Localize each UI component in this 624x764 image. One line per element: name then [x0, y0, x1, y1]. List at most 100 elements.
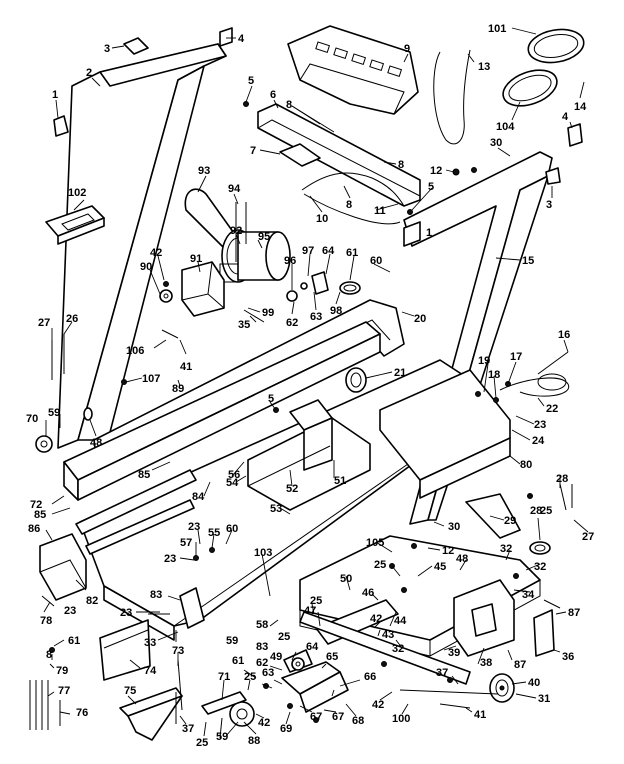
- callout-90: 90: [140, 261, 152, 273]
- callout-85: 85: [34, 509, 46, 521]
- callout-21: 21: [394, 367, 406, 379]
- callout-33: 33: [144, 637, 156, 649]
- callout-25: 25: [540, 505, 552, 517]
- callout-59: 59: [216, 731, 228, 743]
- callout-104: 104: [496, 121, 515, 133]
- callout-41: 41: [474, 709, 486, 721]
- callout-87: 87: [514, 659, 526, 671]
- callout-26: 26: [66, 313, 78, 325]
- callout-8: 8: [346, 199, 352, 211]
- callout-29: 29: [504, 515, 516, 527]
- callout-88: 88: [248, 735, 260, 747]
- callout-3: 3: [104, 43, 110, 55]
- callout-83: 83: [150, 589, 162, 601]
- callout-64: 64: [322, 245, 335, 257]
- callout-32: 32: [392, 643, 404, 655]
- callout-52: 52: [286, 483, 298, 495]
- callout-63: 63: [262, 667, 274, 679]
- callout-107: 107: [142, 373, 160, 385]
- callout-97: 97: [302, 245, 314, 257]
- callout-5: 5: [248, 75, 254, 87]
- callout-23: 23: [534, 419, 546, 431]
- callout-56: 56: [228, 469, 240, 481]
- callout-68: 68: [352, 715, 364, 727]
- callout-55: 55: [208, 527, 220, 539]
- callout-39: 39: [448, 647, 460, 659]
- callout-11: 11: [374, 205, 386, 217]
- callout-12: 12: [442, 545, 454, 557]
- callout-38: 38: [480, 657, 492, 669]
- callout-86: 86: [28, 523, 40, 535]
- callout-42: 42: [370, 613, 382, 625]
- callout-73: 73: [172, 645, 184, 657]
- callout-61: 61: [232, 655, 244, 667]
- callout-71: 71: [218, 671, 230, 683]
- callout-50: 50: [340, 573, 352, 585]
- callout-42: 42: [150, 247, 162, 259]
- callout-59: 59: [48, 407, 60, 419]
- callout-28: 28: [556, 473, 568, 485]
- callout-2: 2: [86, 67, 92, 79]
- callout-35: 35: [238, 319, 250, 331]
- callout-8: 8: [398, 159, 404, 171]
- callout-4: 4: [562, 111, 569, 123]
- callout-100: 100: [392, 713, 410, 725]
- callout-25: 25: [278, 631, 290, 643]
- callout-75: 75: [124, 685, 136, 697]
- callout-30: 30: [490, 137, 502, 149]
- callout-105: 105: [366, 537, 384, 549]
- callout-66: 66: [364, 671, 376, 683]
- callout-25: 25: [374, 559, 386, 571]
- callout-25: 25: [196, 737, 208, 749]
- callout-32: 32: [534, 561, 546, 573]
- callout-24: 24: [532, 435, 545, 447]
- callout-62: 62: [256, 657, 268, 669]
- callout-77: 77: [58, 685, 70, 697]
- callout-14: 14: [574, 101, 587, 113]
- callout-12: 12: [430, 165, 442, 177]
- callout-25: 25: [310, 595, 322, 607]
- callout-74: 74: [144, 665, 157, 677]
- callout-27: 27: [582, 531, 594, 543]
- callout-47: 47: [304, 605, 316, 617]
- callout-84: 84: [192, 491, 205, 503]
- callout-106: 106: [126, 345, 144, 357]
- callout-32: 32: [500, 543, 512, 555]
- callout-67: 67: [310, 711, 322, 723]
- callout-27: 27: [38, 317, 50, 329]
- callout-1: 1: [52, 89, 58, 101]
- callout-41: 41: [180, 361, 192, 373]
- callout-48: 48: [456, 553, 468, 565]
- callout-31: 31: [538, 693, 550, 705]
- callout-98: 98: [330, 305, 342, 317]
- callout-67: 67: [332, 711, 344, 723]
- callout-61: 61: [346, 247, 358, 259]
- callout-54: 54: [226, 477, 239, 489]
- callout-23: 23: [64, 605, 76, 617]
- callout-60: 60: [370, 255, 382, 267]
- callout-49: 49: [270, 651, 282, 663]
- callout-23: 23: [120, 607, 132, 619]
- callout-4: 4: [238, 33, 245, 45]
- callout-19: 19: [478, 355, 490, 367]
- callout-37: 37: [182, 723, 194, 735]
- console-part: [287, 25, 419, 115]
- callout-16: 16: [558, 329, 570, 341]
- callout-89: 89: [172, 383, 184, 395]
- callout-5: 5: [428, 181, 434, 193]
- callout-8: 8: [286, 99, 292, 111]
- callout-60: 60: [226, 523, 238, 535]
- callout-45: 45: [434, 561, 446, 573]
- callout-18: 18: [488, 369, 500, 381]
- callout-7: 7: [250, 145, 256, 157]
- callout-51: 51: [334, 475, 346, 487]
- callout-23: 23: [188, 521, 200, 533]
- callout-93: 93: [198, 165, 210, 177]
- callout-23: 23: [164, 553, 176, 565]
- callout-80: 80: [520, 459, 532, 471]
- callout-5: 5: [268, 393, 274, 405]
- callout-85: 85: [138, 469, 150, 481]
- callout-63: 63: [310, 311, 322, 323]
- callout-83: 83: [256, 641, 268, 653]
